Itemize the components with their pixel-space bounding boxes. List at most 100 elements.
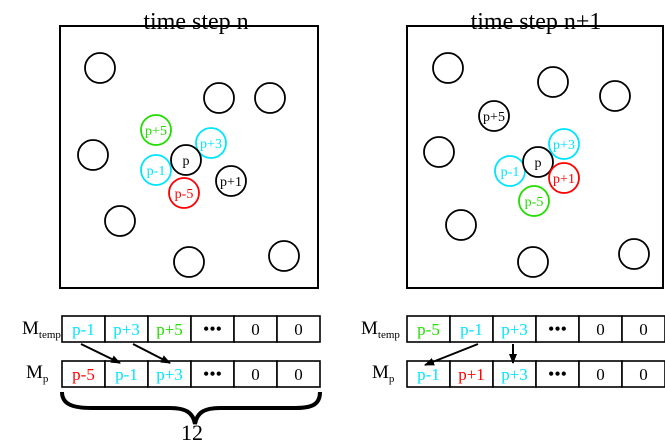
particle-label: p+3	[200, 137, 222, 152]
particle-circle	[140, 114, 172, 146]
m-temp-cell-text: p+5	[156, 320, 183, 339]
m-p-cell-text: •••	[548, 364, 567, 384]
m-p-cell-text: 0	[251, 365, 260, 384]
particle-circle	[517, 246, 549, 278]
m-temp-sub: temp	[378, 329, 400, 341]
particle-circle	[478, 100, 510, 132]
m-temp-main: M	[22, 318, 39, 339]
particle-label: p-1	[501, 165, 520, 180]
m-p-cell-box	[578, 360, 623, 388]
m-p-cell-box	[233, 360, 278, 388]
arrow-left-2	[132, 343, 171, 364]
particle-circle	[170, 144, 202, 176]
particle-circle	[599, 80, 631, 112]
m-temp-cell-text: •••	[548, 319, 567, 339]
simulation-box-left	[59, 25, 319, 289]
m-temp-cell-text: 0	[294, 320, 303, 339]
particle-circle	[432, 52, 464, 84]
curly-brace	[60, 391, 322, 425]
particle-circle	[173, 246, 205, 278]
memory-arrays: p-1 p+3 p+5 ••• 0 0 p-5 p-1 p+3 ••• 0 0 p-5 p-1 p+3 •••…	[61, 315, 665, 388]
particle-group-right: p+5 p+3 p-1 p p+1 p-5	[423, 52, 650, 278]
m-p-cell-text: p+1	[458, 365, 485, 384]
particle-label: p-5	[175, 187, 194, 202]
m-temp-cell-text: p+3	[113, 320, 140, 339]
m-temp-cell-box	[233, 315, 278, 343]
panel-title-right: time step n+1	[471, 9, 602, 35]
m-p-label-right: Mp	[372, 362, 395, 385]
particle-label: p+3	[553, 138, 575, 153]
m-p-cell-text: 0	[596, 365, 605, 384]
m-p-cell-text: •••	[203, 364, 222, 384]
particle-circle	[548, 162, 580, 194]
particle-circle	[618, 238, 650, 270]
m-temp-cell-box	[449, 315, 494, 343]
particle-circle	[77, 139, 109, 171]
particle-circle	[168, 177, 200, 209]
m-p-label-left: Mp	[26, 362, 49, 385]
m-temp-main: M	[361, 318, 378, 339]
m-p-cell-text: p+3	[156, 365, 183, 384]
m-p-cell-box	[104, 360, 149, 388]
m-p-cell-box	[61, 360, 106, 388]
m-p-cell-text: p-1	[115, 365, 138, 384]
brace-label: 12	[181, 420, 203, 444]
m-p-cell-box	[276, 360, 321, 388]
m-temp-label-left: Mtemp	[22, 318, 61, 341]
m-temp-sub: temp	[39, 329, 61, 341]
particle-group-left: p+5 p+3 p-1 p p+1 p-5	[77, 52, 300, 278]
m-p-cell-text: p-5	[72, 365, 95, 384]
simulation-box-right	[406, 25, 664, 289]
particle-label: p+1	[553, 172, 575, 187]
particle-label: p+5	[483, 110, 505, 125]
particle-circle	[195, 127, 227, 159]
m-temp-cell-text: p+3	[501, 320, 528, 339]
particle-label: p	[183, 154, 190, 169]
particle-circle	[518, 185, 550, 217]
arrow-right-1	[424, 343, 479, 366]
m-temp-cell-box	[276, 315, 321, 343]
m-temp-cell-text: 0	[639, 320, 648, 339]
arrow-left-1	[80, 343, 121, 364]
m-temp-cell-box	[492, 315, 537, 343]
particle-label: p-5	[525, 195, 544, 210]
m-temp-cell-text: 0	[596, 320, 605, 339]
particle-label: p+5	[145, 124, 167, 139]
particle-circle	[423, 136, 455, 168]
m-p-cell-text: 0	[639, 365, 648, 384]
m-temp-label-right: Mtemp	[361, 318, 400, 341]
panel-title-left: time step n	[143, 9, 248, 35]
particle-circle	[215, 165, 247, 197]
particle-circle	[104, 205, 136, 237]
m-temp-cell-text: p-1	[72, 320, 95, 339]
m-p-sub: p	[389, 373, 395, 385]
m-temp-cell-box	[147, 315, 192, 343]
m-temp-cell-text: p-5	[417, 320, 440, 339]
m-temp-cell-box	[104, 315, 149, 343]
m-p-cell-text: 0	[294, 365, 303, 384]
particle-label: p+1	[220, 175, 242, 190]
m-p-sub: p	[43, 373, 49, 385]
m-p-main: M	[372, 362, 389, 383]
particle-circle	[537, 66, 569, 98]
m-temp-cell-text: p-1	[460, 320, 483, 339]
m-p-main: M	[26, 362, 43, 383]
m-temp-cell-box	[621, 315, 665, 343]
m-temp-cell-box	[578, 315, 623, 343]
particle-label: p-1	[147, 164, 166, 179]
m-temp-cell-text: •••	[203, 319, 222, 339]
particle-circle	[254, 82, 286, 114]
particle-label: p	[535, 156, 542, 171]
particle-circle	[84, 52, 116, 84]
particle-circle	[522, 146, 554, 178]
particle-circle	[203, 82, 235, 114]
m-temp-cell-text: 0	[251, 320, 260, 339]
particle-circle	[268, 240, 300, 272]
particle-circle	[140, 154, 172, 186]
m-p-cell-text: p+3	[501, 365, 528, 384]
particle-circle	[445, 209, 477, 241]
m-p-cell-box	[492, 360, 537, 388]
m-p-cell-text: p-1	[417, 365, 440, 384]
particle-circle	[548, 128, 580, 160]
